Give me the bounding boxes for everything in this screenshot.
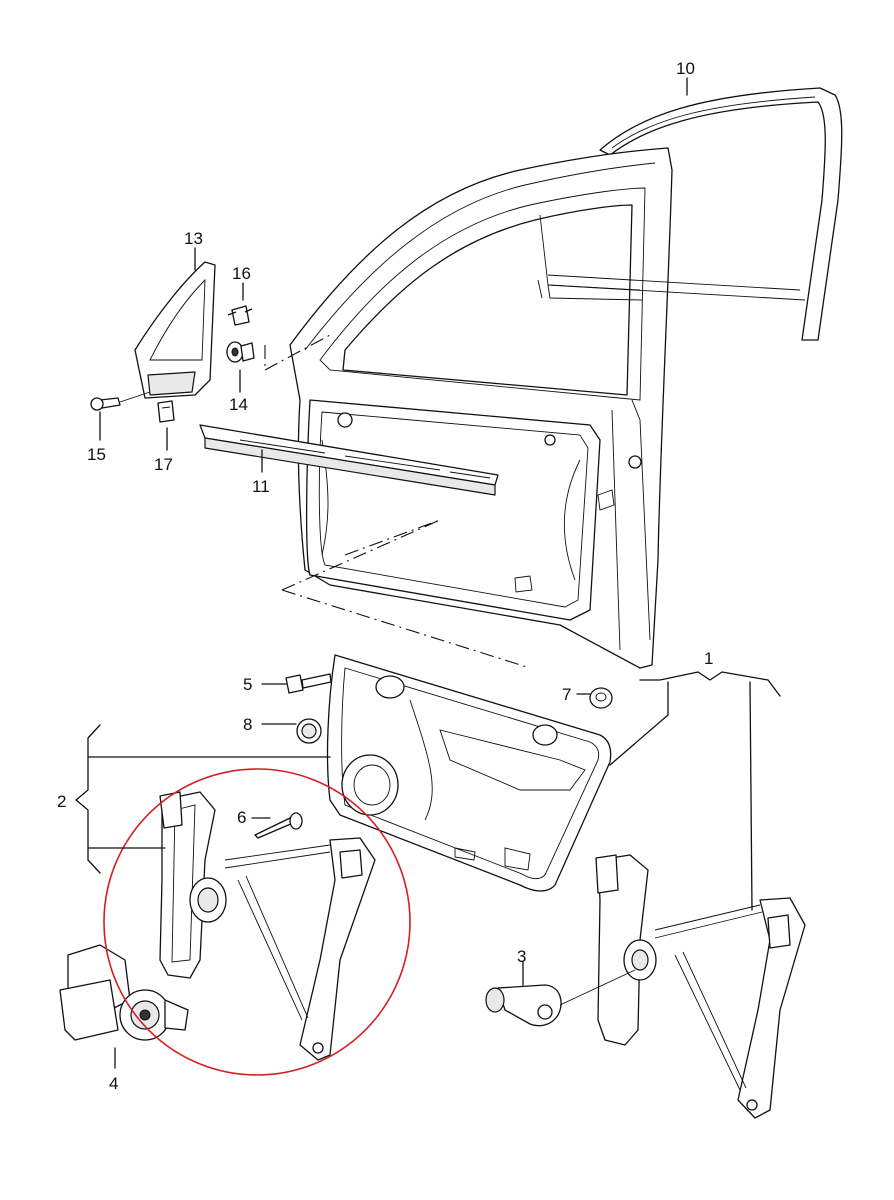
clip-nut-part-17[interactable] [157,400,175,423]
window-regulator-part-1[interactable] [595,854,806,1119]
guide-rail-part-11[interactable] [199,424,499,496]
clip-part-16[interactable] [227,305,253,326]
window-regulator-part-2[interactable] [159,791,376,1061]
window-seal-part-10[interactable] [599,87,843,341]
callout-10: 10 [676,59,695,78]
door-module-carrier[interactable] [326,654,612,892]
grommet-part-14[interactable] [226,341,255,363]
callout-1: 1 [704,649,713,668]
door-shell[interactable] [289,147,806,669]
callout-2: 2 [57,792,66,811]
plug-part-7[interactable] [589,687,613,709]
callout-11: 11 [252,477,270,496]
callout-13: 13 [184,229,203,248]
callout-3: 3 [517,947,526,966]
bolt-part-5[interactable] [285,673,332,694]
callout-8: 8 [243,715,252,734]
callout-14: 14 [229,395,248,414]
rivet-part-6[interactable] [254,812,303,839]
mirror-trim-part-13[interactable] [134,261,216,399]
callout-16: 16 [232,264,251,283]
leader-lines [75,77,781,1069]
motor-part-4[interactable] [59,944,189,1041]
screw-part-15[interactable] [90,391,151,411]
callout-4: 4 [109,1074,118,1093]
callout-17: 17 [154,455,173,474]
callout-15: 15 [87,445,106,464]
highlight-circle [103,768,411,1076]
nut-part-8[interactable] [296,718,322,744]
crank-handle-part-3[interactable] [485,969,636,1027]
callout-7: 7 [562,685,571,704]
callout-6: 6 [237,808,246,827]
callout-5: 5 [243,675,252,694]
